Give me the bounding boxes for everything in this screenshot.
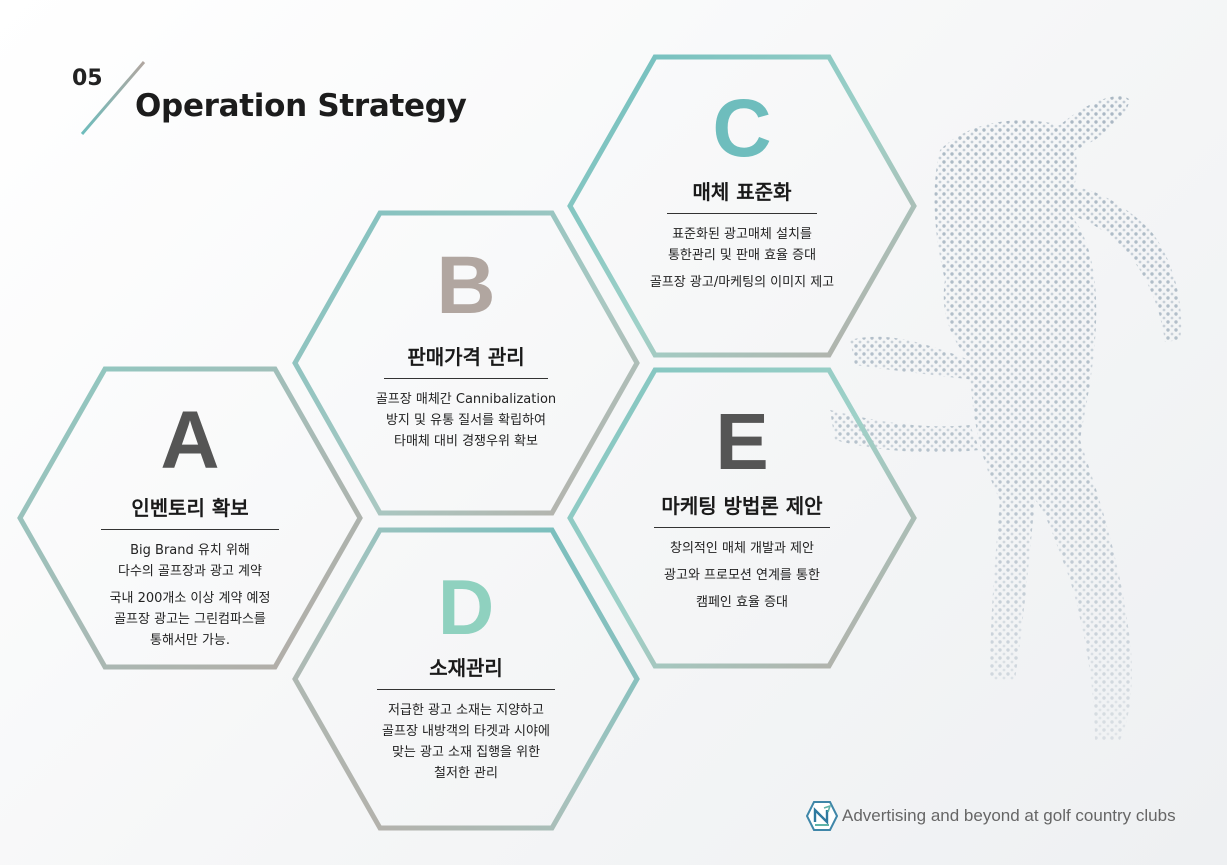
hexagon-e-frame <box>567 367 917 669</box>
green-compass-logo-icon <box>806 801 838 831</box>
hexagon-a-description: Big Brand 유치 위해 다수의 골프장과 광고 계약 국내 200개소 … <box>80 540 300 651</box>
hexagon-b-line: 방지 및 유통 질서를 확립하여 <box>385 413 547 428</box>
hexagon-c: C 매체 표준화 표준화된 광고매체 설치를 통한관리 및 판매 효율 증대 골… <box>620 88 864 293</box>
hexagon-a-line: 통해서만 가능. <box>149 633 231 648</box>
hexagon-c-frame <box>567 54 917 358</box>
hexagon-b-heading: 판매가격 관리 <box>384 341 548 379</box>
hexagon-a-frame <box>17 366 363 670</box>
page-title: Operation Strategy <box>135 88 467 124</box>
hexagon-e-line: 캠페인 효율 증대 <box>696 595 788 610</box>
hexagon-c-heading: 매체 표준화 <box>667 176 817 214</box>
hexagon-d-line: 저급한 광고 소재는 지양하고 <box>388 703 544 718</box>
hexagon-e-heading: 마케팅 방법론 제안 <box>654 490 830 528</box>
hexagon-d-line: 철저한 관리 <box>434 766 498 781</box>
hexagon-c-description: 표준화된 광고매체 설치를 통한관리 및 판매 효율 증대 골프장 광고/마케팅… <box>620 224 864 293</box>
hexagon-b-description: 골프장 매체간 Cannibalization 방지 및 유통 질서를 확립하여… <box>346 389 586 452</box>
hexagon-a-heading: 인벤토리 확보 <box>101 492 279 530</box>
hexagon-c-letter: C <box>712 83 772 174</box>
hexagon-d-heading: 소재관리 <box>377 652 555 690</box>
hexagon-b-frame <box>292 210 640 516</box>
hexagon-e-line: 창의적인 매체 개발과 제안 <box>670 541 814 556</box>
hexagon-c-line: 골프장 광고/마케팅의 이미지 제고 <box>649 275 835 290</box>
hexagon-a-letter: A <box>160 395 220 486</box>
hexagon-c-line: 통한관리 및 판매 효율 증대 <box>667 248 817 263</box>
hexagon-c-line: 표준화된 광고매체 설치를 <box>672 227 812 242</box>
hexagon-d: D 소재관리 저급한 광고 소재는 지양하고 골프장 내방객의 타겟과 시야에 … <box>346 568 586 784</box>
hexagon-b: B 판매가격 관리 골프장 매체간 Cannibalization 방지 및 유… <box>346 245 586 452</box>
hexagon-b-line: 골프장 매체간 Cannibalization <box>375 392 557 407</box>
hexagon-b-letter: B <box>436 240 496 331</box>
hexagon-d-description: 저급한 광고 소재는 지양하고 골프장 내방객의 타겟과 시야에 맞는 광고 소… <box>346 700 586 784</box>
hexagon-e-line: 광고와 프로모션 연계를 통한 <box>664 568 820 583</box>
hexagon-d-frame <box>292 527 640 831</box>
hexagon-a-line: 다수의 골프장과 광고 계약 <box>118 564 262 579</box>
hexagon-a: A 인벤토리 확보 Big Brand 유치 위해 다수의 골프장과 광고 계약… <box>80 400 300 651</box>
hexagon-e-letter: E <box>715 397 769 486</box>
hexagon-d-line: 골프장 내방객의 타겟과 시야에 <box>382 724 550 739</box>
footer-tagline: Advertising and beyond at golf country c… <box>842 806 1176 825</box>
hexagon-e-description: 창의적인 매체 개발과 제안 광고와 프로모션 연계를 통한 캠페인 효율 증대 <box>620 538 864 613</box>
hexagon-e: E 마케팅 방법론 제안 창의적인 매체 개발과 제안 광고와 프로모션 연계를… <box>620 402 864 613</box>
hexagon-d-line: 맞는 광고 소재 집행을 위한 <box>391 745 541 760</box>
footer: Advertising and beyond at golf country c… <box>806 800 1176 832</box>
hexagon-a-line: 골프장 광고는 그린컴파스를 <box>114 612 266 627</box>
hexagon-b-line: 타매체 대비 경쟁우위 확보 <box>394 434 538 449</box>
hexagon-a-line: 국내 200개소 이상 계약 예정 <box>109 591 271 606</box>
hexagon-a-line: Big Brand 유치 위해 <box>130 543 250 558</box>
title-slash-decoration <box>80 61 146 135</box>
section-number: 05 <box>72 66 103 91</box>
hexagon-d-letter: D <box>437 563 495 651</box>
